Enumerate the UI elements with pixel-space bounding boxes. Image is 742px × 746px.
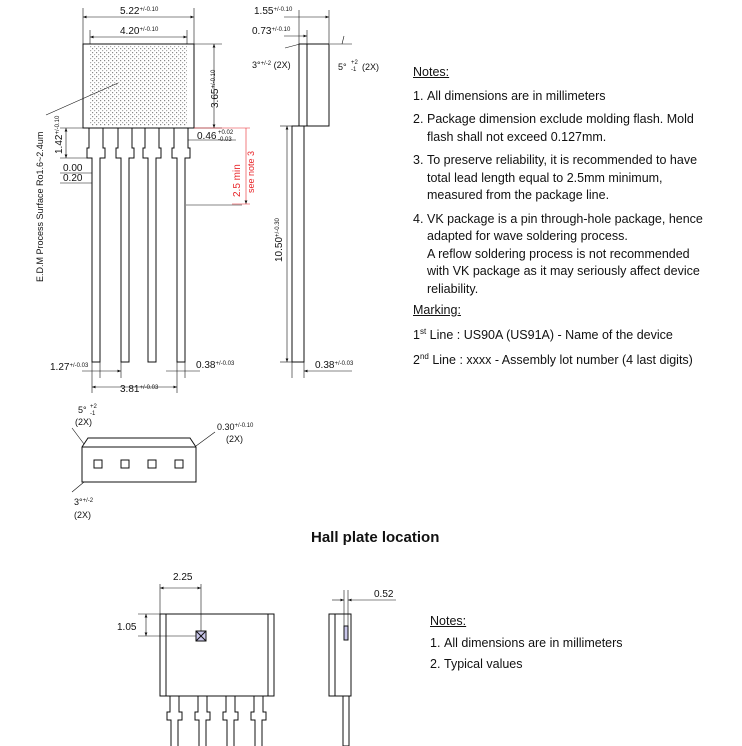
dim-0-52: 0.52 bbox=[374, 589, 394, 600]
marking-line-2: 2nd Line : xxxx - Assembly lot number (4… bbox=[413, 352, 693, 368]
marking-section: Marking: 1st Line : US90A (US91A) - Name… bbox=[413, 300, 733, 371]
note-num: 1. bbox=[430, 635, 441, 650]
b-angle-3: 3°+/-2 bbox=[74, 497, 94, 507]
bottom-view-labels: 5° +2 -1 (2X) 0.30+/-0.10 (2X) 3°+/-2 (2… bbox=[74, 404, 254, 520]
hall-side-labels: 0.52 bbox=[374, 589, 394, 600]
note-4-text2: A reflow soldering process is not recomm… bbox=[427, 246, 700, 296]
note-num: 1. bbox=[413, 88, 424, 103]
edm-surface bbox=[90, 46, 187, 126]
hall-notes-heading: Notes: bbox=[430, 614, 467, 628]
marking-line-1: 1st Line : US90A (US91A) - Name of the d… bbox=[413, 327, 673, 343]
side-view bbox=[280, 10, 352, 378]
dim-0-20: 0.20 bbox=[63, 173, 83, 184]
hall-note-item-2: 2. Typical values bbox=[430, 656, 710, 674]
note-text: All dimensions are in millimeters bbox=[444, 635, 623, 650]
angle-5-tol-dn: -1 bbox=[351, 67, 357, 73]
front-view-labels: 5.22+/-0.10 4.20+/-0.10 3.65+/-0.10 1.42… bbox=[35, 6, 256, 395]
bottom-view bbox=[71, 427, 216, 493]
front-leads bbox=[86, 128, 191, 363]
note-text: Typical values bbox=[444, 657, 523, 671]
note-num: 2. bbox=[430, 657, 441, 671]
hall-side-view bbox=[328, 590, 396, 746]
dim-1-55: 1.55+/-0.10 bbox=[254, 6, 293, 17]
angle-5-tol-up: +2 bbox=[351, 60, 359, 66]
side-body bbox=[298, 43, 330, 127]
note-text: All dimensions are in millimeters bbox=[427, 88, 606, 103]
edm-label: E.D.M Process Surface Ro1.6~2.4um bbox=[35, 132, 45, 282]
note-text: To preserve reliability, it is recommend… bbox=[427, 153, 698, 202]
hall-front-view bbox=[138, 584, 275, 746]
angle-3-deg: 3°+/-2 (2X) bbox=[252, 60, 291, 70]
dim-0-73: 0.73+/-0.10 bbox=[252, 26, 291, 37]
dim-0-00: 0.00 bbox=[63, 163, 83, 174]
b-angle-5-tol-dn: -1 bbox=[90, 411, 96, 417]
note-text: Package dimension exclude molding flash.… bbox=[427, 112, 694, 144]
dim-0-46: 0.46 bbox=[197, 131, 217, 142]
b-angle-5-tol-up: +2 bbox=[90, 404, 98, 410]
dim-1-27: 1.27+/-0.03 bbox=[50, 362, 89, 373]
b-angle-5-2x: (2X) bbox=[75, 417, 92, 427]
front-view bbox=[45, 8, 250, 393]
dim-5-22: 5.22+/-0.10 bbox=[120, 6, 159, 17]
dim-0-38-front: 0.38+/-0.03 bbox=[196, 360, 235, 371]
note-text: VK package is a pin through-hole package… bbox=[427, 211, 713, 299]
note-item-1: 1. All dimensions are in millimeters bbox=[413, 88, 713, 106]
dim-1-05: 1.05 bbox=[117, 622, 137, 633]
side-view-labels: 1.55+/-0.10 0.73+/-0.10 3°+/-2 (2X) 5° +… bbox=[252, 6, 379, 371]
note-4-text: VK package is a pin through-hole package… bbox=[427, 211, 703, 244]
hall-note-item-1: 1. All dimensions are in millimeters bbox=[430, 635, 710, 653]
dim-3-81: 3.81+/-0.03 bbox=[120, 384, 159, 395]
dim-0-46-tol-dn: -0.03 bbox=[218, 137, 232, 143]
marking-heading: Marking: bbox=[413, 303, 461, 317]
dim-0-30: 0.30+/-0.10 bbox=[217, 422, 254, 432]
notes-section: Notes: 1. All dimensions are in millimet… bbox=[413, 64, 713, 298]
note-item-3: 3. To preserve reliability, it is recomm… bbox=[413, 152, 713, 205]
see-note-3: see note 3 bbox=[246, 151, 256, 193]
note-num: 4. bbox=[413, 211, 424, 226]
hall-front-labels: 2.25 1.05 bbox=[117, 572, 193, 633]
hall-plate-title: Hall plate location bbox=[311, 529, 440, 546]
dim-1-42: 1.42+/-0.10 bbox=[54, 115, 65, 154]
angle-5-deg: 5° bbox=[338, 62, 347, 72]
note-num: 2. bbox=[413, 112, 424, 126]
dim-10-50: 10.50+/-0.30 bbox=[274, 217, 285, 262]
hall-notes-section: Notes: 1. All dimensions are in millimet… bbox=[430, 613, 710, 674]
notes-heading: Notes: bbox=[413, 65, 450, 79]
side-lead bbox=[291, 125, 305, 363]
dim-2-5-min: 2.5 min bbox=[232, 164, 243, 197]
note-item-2: 2. Package dimension exclude molding fla… bbox=[413, 111, 713, 146]
dim-4-20: 4.20+/-0.10 bbox=[120, 26, 159, 37]
dim-2-25: 2.25 bbox=[173, 572, 193, 583]
angle-5-2x: (2X) bbox=[362, 62, 379, 72]
dim-3-65: 3.65+/-0.10 bbox=[210, 69, 221, 108]
hall-plate-side-marker bbox=[343, 625, 349, 641]
b-angle-3-2x: (2X) bbox=[74, 510, 91, 520]
b-angle-5: 5° bbox=[78, 405, 87, 415]
note-item-4: 4. VK package is a pin through-hole pack… bbox=[413, 211, 713, 299]
dim-0-38-side: 0.38+/-0.03 bbox=[315, 360, 354, 371]
note-num: 3. bbox=[413, 153, 424, 167]
dim-0-46-tol-up: +0.02 bbox=[218, 130, 234, 136]
dim-0-30-2x: (2X) bbox=[226, 434, 243, 444]
